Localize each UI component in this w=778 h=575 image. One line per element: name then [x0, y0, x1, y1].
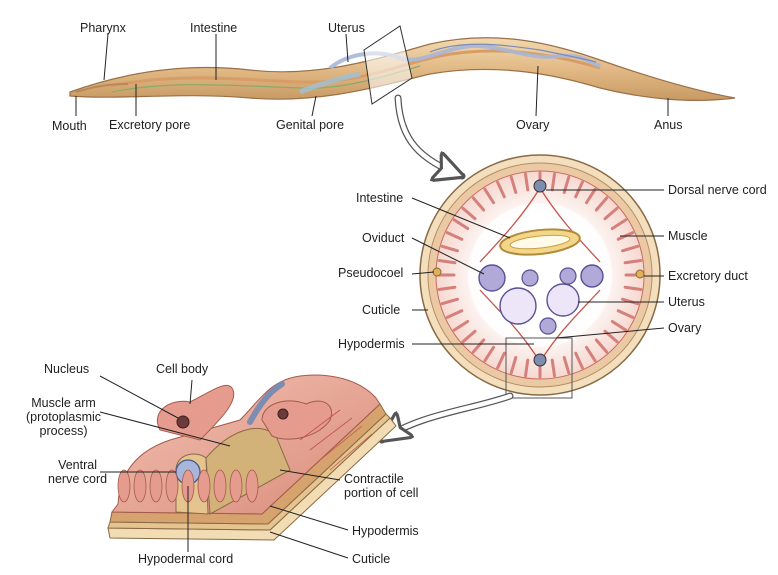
muscle-cell — [621, 244, 640, 253]
ventral-detail — [107, 374, 397, 541]
muscle-cell — [452, 218, 470, 231]
label-contractile-portion: Contractile portion of cell — [344, 472, 419, 500]
muscle-cell — [574, 351, 584, 370]
label-oviduct: Oviduct — [362, 231, 405, 245]
muscle-cell — [610, 218, 628, 231]
label-genital-pore: Genital pore — [276, 118, 345, 132]
label-detail-cuticle: Cuticle — [352, 552, 391, 566]
cross-section — [419, 154, 661, 396]
label-pseudocoel: Pseudocoel — [338, 266, 404, 280]
muscle-cell — [437, 258, 457, 265]
label-excretory-duct: Excretory duct — [668, 269, 748, 283]
muscle-cell — [496, 180, 506, 199]
muscle-cell — [523, 358, 530, 378]
label-ventral-nerve-cord: Ventral nerve cord — [48, 458, 108, 486]
section-plane — [363, 25, 413, 105]
muscle-cell — [445, 231, 464, 241]
muscle-cell — [584, 187, 597, 205]
muscle-cell — [550, 172, 557, 192]
muscle-cell — [440, 297, 459, 306]
muscle-cell — [471, 338, 486, 354]
label-cs-ovary: Ovary — [668, 321, 702, 335]
label-worm-ovary: Ovary — [516, 118, 550, 132]
label-worm-intestine: Intestine — [190, 21, 238, 35]
label-cell-body: Cell body — [156, 362, 209, 376]
label-pharynx: Pharynx — [80, 21, 126, 35]
muscle-cell — [594, 196, 609, 212]
muscle-cell — [509, 175, 518, 194]
leader-lines — [75, 33, 669, 559]
muscle-bump — [117, 469, 131, 503]
label-nucleus: Nucleus — [44, 362, 90, 376]
muscle-bump — [165, 469, 179, 503]
muscle-cell — [584, 345, 597, 363]
label-cs-hypodermis: Hypodermis — [338, 337, 405, 351]
label-muscle: Muscle — [668, 229, 708, 243]
muscle-cell — [623, 258, 643, 265]
muscle-cell — [496, 351, 506, 370]
muscle-bump — [197, 469, 211, 503]
label-cs-uterus: Uterus — [668, 295, 705, 309]
muscle-cell — [452, 319, 470, 332]
label-mouth: Mouth — [52, 119, 87, 133]
muscle-cell — [523, 172, 530, 192]
label-detail-hypodermis: Hypodermis — [352, 524, 419, 538]
muscle-cell — [616, 309, 635, 319]
muscle-cell — [603, 206, 619, 221]
muscle-bump — [213, 469, 227, 503]
muscle-cell — [461, 206, 477, 221]
label-cs-cuticle: Cuticle — [362, 303, 401, 317]
muscle-cell — [471, 196, 486, 212]
muscle-cell — [440, 244, 459, 253]
label-cs-intestine: Intestine — [356, 191, 404, 205]
label-excretory-pore: Excretory pore — [109, 118, 191, 132]
muscle-cell — [594, 338, 609, 354]
detail-box — [505, 337, 573, 399]
muscle-cell — [574, 180, 584, 199]
muscle-bump — [245, 469, 259, 503]
muscle-cell — [610, 319, 628, 332]
muscle-bump — [229, 469, 243, 503]
label-muscle-arm: Muscle arm (protoplasmic process) — [26, 396, 102, 438]
muscle-cell — [623, 285, 643, 292]
muscle-cell — [509, 356, 518, 375]
label-anus: Anus — [654, 118, 683, 132]
muscle-cell — [437, 285, 457, 292]
muscle-cell — [461, 329, 477, 344]
muscle-bump — [133, 469, 147, 503]
muscle-cell — [483, 345, 496, 363]
muscle-cell — [483, 187, 496, 205]
label-worm-uterus: Uterus — [328, 21, 365, 35]
muscle-cell — [562, 356, 571, 375]
muscle-cell — [445, 309, 464, 319]
muscle-bump — [149, 469, 163, 503]
label-hypodermal-cord: Hypodermal cord — [138, 552, 234, 566]
muscle-cell — [550, 358, 557, 378]
muscle-cell — [621, 297, 640, 306]
label-dorsal-nerve-cord: Dorsal nerve cord — [668, 183, 767, 197]
